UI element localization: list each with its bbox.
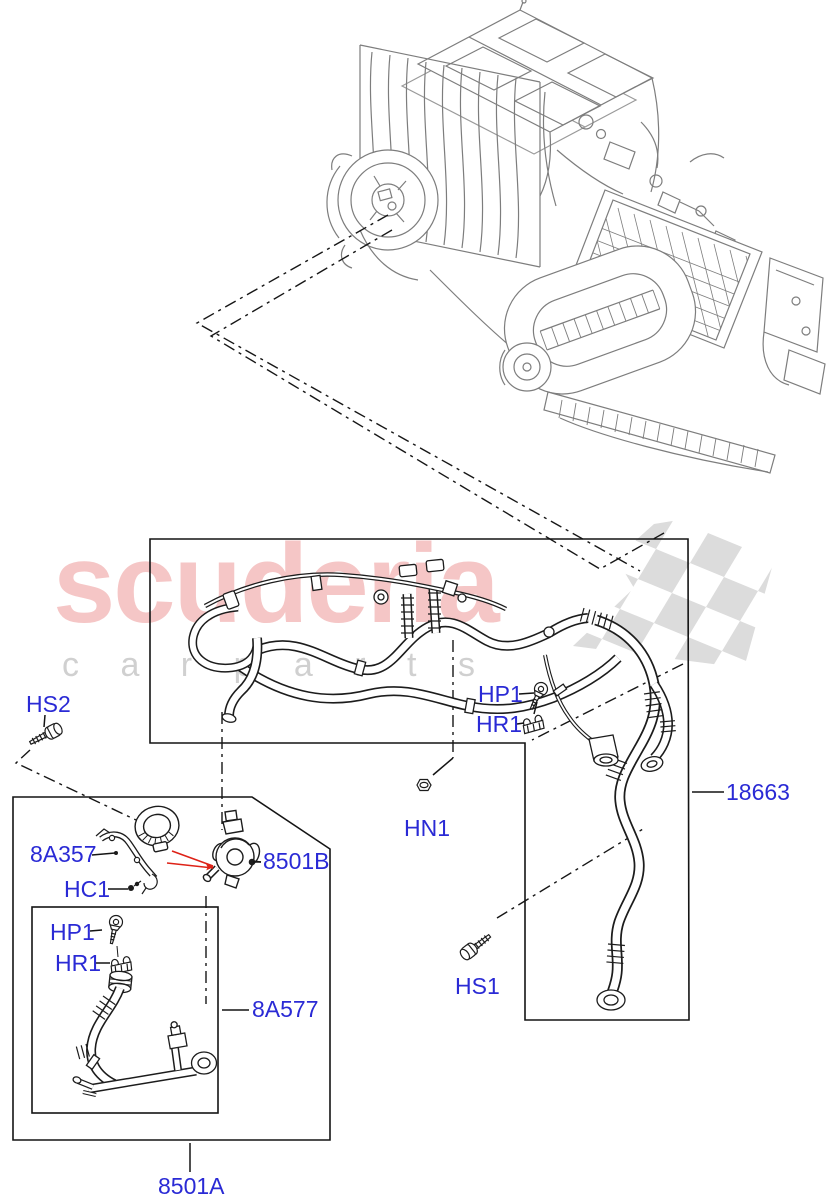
hose-clamp: [464, 697, 476, 715]
hose-clamp: [85, 1053, 101, 1071]
corrugation: [659, 720, 676, 733]
corrugation: [605, 757, 628, 781]
corrugation: [606, 943, 625, 965]
corrugation: [401, 597, 414, 634]
part-label-8501a: 8501A: [158, 1173, 225, 1199]
guide-hs2: [14, 749, 137, 821]
corrugation: [579, 607, 614, 630]
part-label-hp1-left: HP1: [50, 919, 95, 945]
corrugation: [75, 1043, 90, 1060]
part-label-8a357: 8A357: [30, 841, 97, 867]
guide-hs1: [496, 828, 644, 919]
mounting-bracket-8a357: [95, 828, 157, 895]
pipe-bracket: [552, 683, 568, 697]
guide-chevron-outer: [195, 214, 641, 572]
part-label-hn1: HN1: [404, 815, 450, 841]
hs2-bolt-icon: [26, 720, 65, 750]
hvac-actuators: [539, 77, 736, 256]
hs1-bolt-icon: [457, 929, 494, 963]
part-label-hr1-left: HR1: [55, 950, 101, 976]
pipe-fitting: [441, 579, 459, 597]
hose-18663-outline: [596, 620, 655, 996]
part-label-8501b: 8501B: [263, 848, 330, 874]
auxiliary-coolant-pump: [202, 809, 262, 889]
hn1-nut-icon: [416, 778, 432, 792]
part-label-hr1-right: HR1: [476, 711, 522, 737]
pipe-stub: [72, 1076, 82, 1084]
part-label-18663: 18663: [726, 779, 790, 805]
hr1-clamp-icon-right: [521, 714, 546, 735]
part-label-hp1-right: HP1: [478, 681, 523, 707]
guide-chevron-inner: [209, 229, 665, 570]
corrugation: [428, 592, 441, 629]
pump-group-illustration: [72, 805, 262, 1097]
hvac-blower-housing: [326, 149, 439, 269]
hvac-top-grille: [400, 0, 655, 155]
hose-end-clamp: [222, 590, 240, 610]
corrugation: [643, 691, 664, 719]
part-label-hc1: HC1: [64, 876, 110, 902]
guide-lines: [14, 214, 684, 1004]
watermark-subtitle-text: c a r p a r t s: [62, 646, 491, 684]
hp1-screw-icon: [104, 913, 125, 946]
heater-hose-assembly-illustration: [193, 558, 676, 1011]
hose-clamp-ring: [134, 805, 180, 853]
leader-lines: [43, 692, 724, 1172]
connector: [425, 558, 445, 573]
bleed-valve: [167, 1021, 188, 1050]
hvac-side-bracket: [762, 257, 826, 395]
hc1-bolt-icon: [128, 880, 142, 891]
hvac-duct-seal-ring: [503, 245, 697, 395]
hvac-lower-case: [543, 391, 776, 474]
hose-clamp: [353, 659, 367, 677]
part-label-8a577: 8A577: [252, 996, 319, 1022]
y-fitting: [543, 626, 555, 638]
pipe-clip: [310, 574, 323, 592]
connector: [398, 563, 418, 578]
hose-assembly-box: [149, 538, 690, 1021]
part-label-hs2: HS2: [26, 691, 71, 717]
coolant-pipe-8a577-illustration: [72, 913, 218, 1097]
part-labels: HS2 8A357 HC1 HP1 HR1 8501B 8A577 8501A …: [26, 681, 790, 1199]
pipe-8a577-box: [31, 906, 219, 1114]
hvac-pulley: [499, 342, 552, 392]
red-pointer-arrows: [166, 850, 214, 871]
hose-open-end: [221, 713, 237, 723]
hvac-unit-illustration: [326, 0, 826, 474]
pump-group-box: [12, 796, 331, 1141]
corrugation: [92, 995, 116, 1020]
part-label-hs1: HS1: [455, 973, 500, 999]
